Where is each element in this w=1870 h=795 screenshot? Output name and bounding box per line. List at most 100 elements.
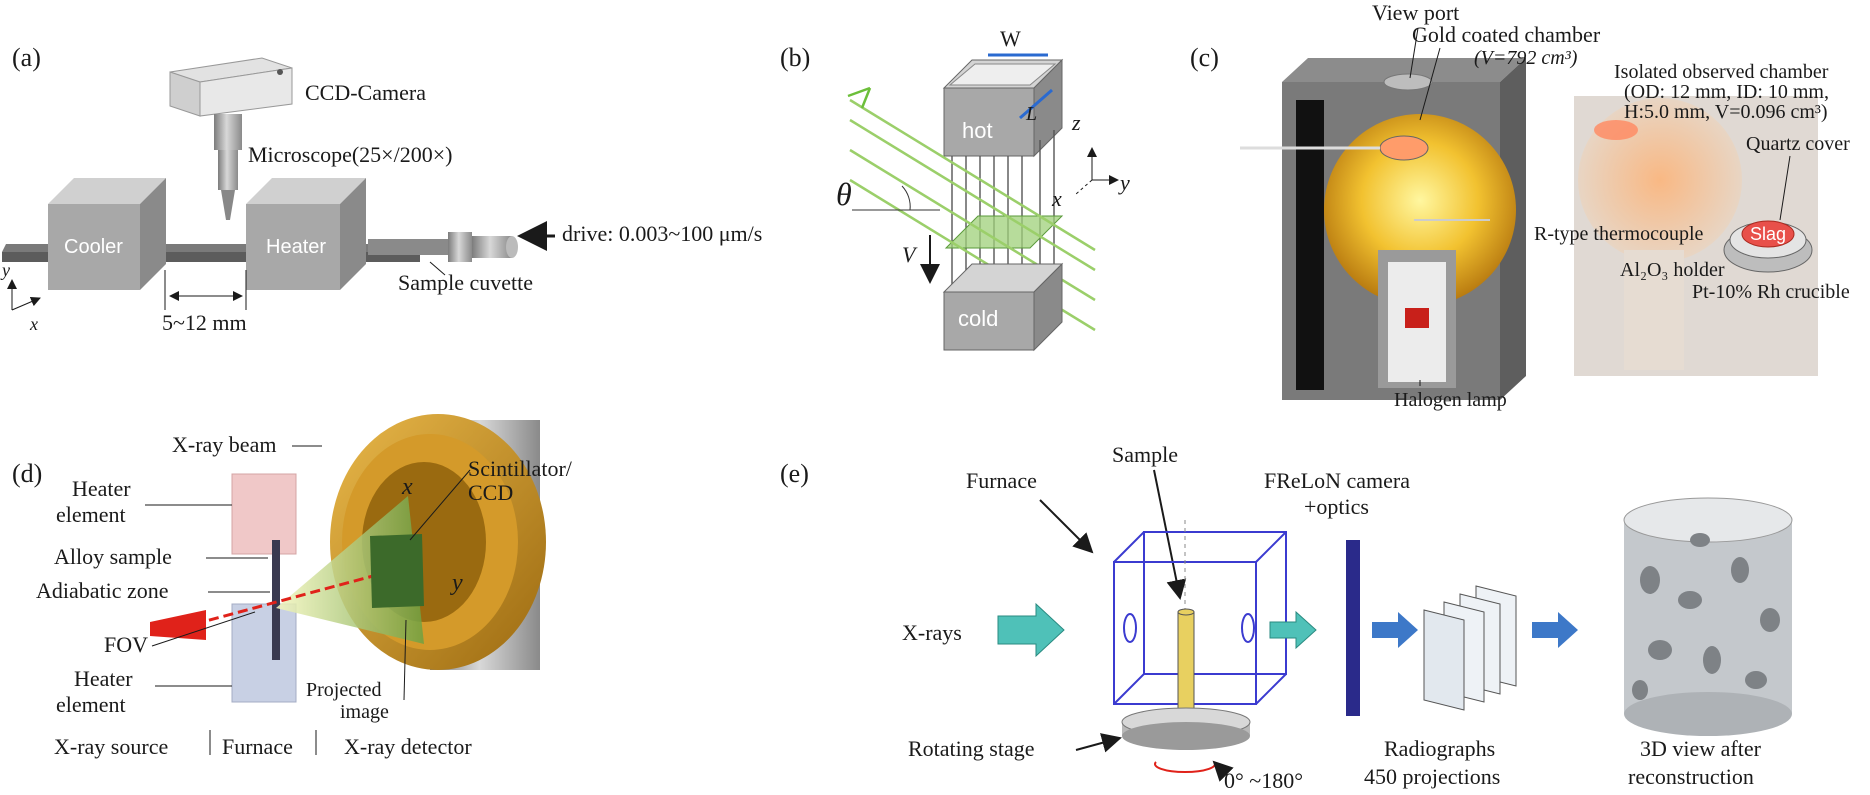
camera-plate <box>1346 540 1360 716</box>
sample-label: Sample <box>1112 442 1178 467</box>
x-axis-icon <box>11 296 41 311</box>
microscope-icon <box>214 114 242 220</box>
length-label: L <box>1025 103 1037 125</box>
axis-x-label: x <box>29 314 38 334</box>
isolated-label-3: H:5.0 mm, V=0.096 cm³) <box>1624 101 1828 123</box>
panel-c-label: (c) <box>1190 43 1219 72</box>
adiabatic-label: Adiabatic zone <box>36 578 169 603</box>
xrays-label: X-rays <box>902 620 962 645</box>
gap-label: 5~12 mm <box>162 310 247 335</box>
heater-top-label-1: Heater <box>72 476 131 501</box>
axis-y-label: y <box>0 260 10 280</box>
cold-label: cold <box>958 306 998 331</box>
cold-block <box>942 262 1064 352</box>
radiographs-label-2: 450 projections <box>1364 764 1500 789</box>
reconstruction-cylinder <box>1623 497 1793 736</box>
camera-label: CCD-Camera <box>305 80 426 105</box>
panel-d-label: (d) <box>12 459 42 488</box>
cooler-block <box>48 178 166 290</box>
holder-label: Al₂O₃ holder <box>1620 259 1725 281</box>
sample-tube <box>1177 611 1195 717</box>
heater-top-label-2: element <box>56 502 126 527</box>
gold-chamber <box>1240 58 1526 400</box>
stage-label: Rotating stage <box>908 736 1034 761</box>
radiographs-label-1: Radiographs <box>1384 736 1495 761</box>
camera-e-label-2: +optics <box>1304 494 1369 519</box>
furnace-cube <box>1113 531 1287 705</box>
rotating-stage <box>1121 707 1251 750</box>
radiograph-stack <box>1423 585 1517 711</box>
isolated-label-1: Isolated observed chamber <box>1614 61 1829 83</box>
rail <box>2 252 420 262</box>
dim-y-label: y <box>450 570 463 596</box>
heater-label: Heater <box>266 236 326 258</box>
projected-label-1: Projected <box>306 679 382 701</box>
alloy-sample <box>272 540 280 660</box>
beam-label: X-ray beam <box>172 432 276 457</box>
furnace-d-label: Furnace <box>222 734 293 759</box>
panel-c: (c) View port Gold coated chamber (V=792… <box>1190 0 1850 411</box>
flow-arrow-1 <box>1372 612 1418 648</box>
panel-e: (e) Furnace Sample 0° ~180° Rotating sta… <box>780 442 1793 793</box>
source-label: X-ray source <box>54 734 168 759</box>
xray-output-arrow <box>1269 610 1317 650</box>
imaging-plane <box>944 215 1064 249</box>
drive-plunger-icon <box>368 232 518 262</box>
hot-block <box>942 58 1064 158</box>
detector-body <box>330 414 546 670</box>
panel-e-label: (e) <box>780 459 809 488</box>
gold-volume-label: (V=792 cm³) <box>1474 47 1578 69</box>
alloy-label: Alloy sample <box>54 544 172 569</box>
panel-d: (d) X-ray beam Scintillator/ CCD Heater … <box>12 414 573 759</box>
xray-input-arrow <box>997 602 1065 658</box>
scint-label-2: CCD <box>468 480 513 505</box>
flow-arrow-2 <box>1532 612 1578 648</box>
furnace-e-label: Furnace <box>966 468 1037 493</box>
heater-element-bottom <box>231 603 297 703</box>
cuvette-label: Sample cuvette <box>398 270 533 295</box>
ray-arrowheads <box>847 86 872 109</box>
theta-label: θ <box>836 176 852 212</box>
width-label: W <box>1000 26 1021 51</box>
axis-y-b-label: y <box>1118 170 1130 195</box>
slag-label: Slag <box>1750 224 1786 244</box>
dim-x-label: x <box>401 474 413 500</box>
camera-e-label-1: FReLoN camera <box>1264 468 1410 493</box>
isolated-chamber <box>1574 96 1818 376</box>
lamp-label: Halogen lamp <box>1394 389 1507 411</box>
thermocouple-label: R-type thermocouple <box>1534 223 1704 245</box>
fov-label: FOV <box>104 632 148 657</box>
microscope-label: Microscope(25×/200×) <box>248 142 452 167</box>
cooler-label: Cooler <box>64 236 123 258</box>
isolated-label-2: (OD: 12 mm, ID: 10 mm, <box>1624 81 1829 103</box>
heater-bottom-label-2: element <box>56 692 126 717</box>
rotation-label: 0° ~180° <box>1224 768 1303 793</box>
heater-bottom-label-1: Heater <box>74 666 133 691</box>
xray-source-icon <box>150 610 206 640</box>
axis-z-label: z <box>1071 110 1081 135</box>
scint-label-1: Scintillator/ <box>468 456 573 481</box>
crucible-label: Pt-10% Rh crucible <box>1692 281 1850 303</box>
detector-label: X-ray detector <box>344 734 472 759</box>
heater-block <box>246 178 366 290</box>
panel-a: (a) CCD-Camera Microscope(25×/200×) Cool… <box>0 43 762 335</box>
projected-label-2: image <box>340 701 389 723</box>
panel-b-label: (b) <box>780 43 810 72</box>
panel-a-label: (a) <box>12 43 41 72</box>
panel-b: (b) W L hot <box>780 26 1130 352</box>
quartz-label: Quartz cover <box>1746 133 1850 155</box>
drive-label: drive: 0.003~100 μm/s <box>562 221 762 246</box>
hot-label: hot <box>962 118 993 143</box>
view-port-label: View port <box>1372 0 1459 25</box>
rotation-icon <box>1154 760 1234 782</box>
view-label-2: reconstruction <box>1628 764 1754 789</box>
gold-chamber-label: Gold coated chamber <box>1412 22 1601 47</box>
axis-x-b-label: x <box>1051 186 1062 211</box>
heater-element-top <box>231 473 297 555</box>
velocity-label: V <box>902 242 918 267</box>
ccd-camera-icon <box>169 57 293 117</box>
view-label-1: 3D view after <box>1640 736 1762 761</box>
projected-image <box>370 534 424 608</box>
